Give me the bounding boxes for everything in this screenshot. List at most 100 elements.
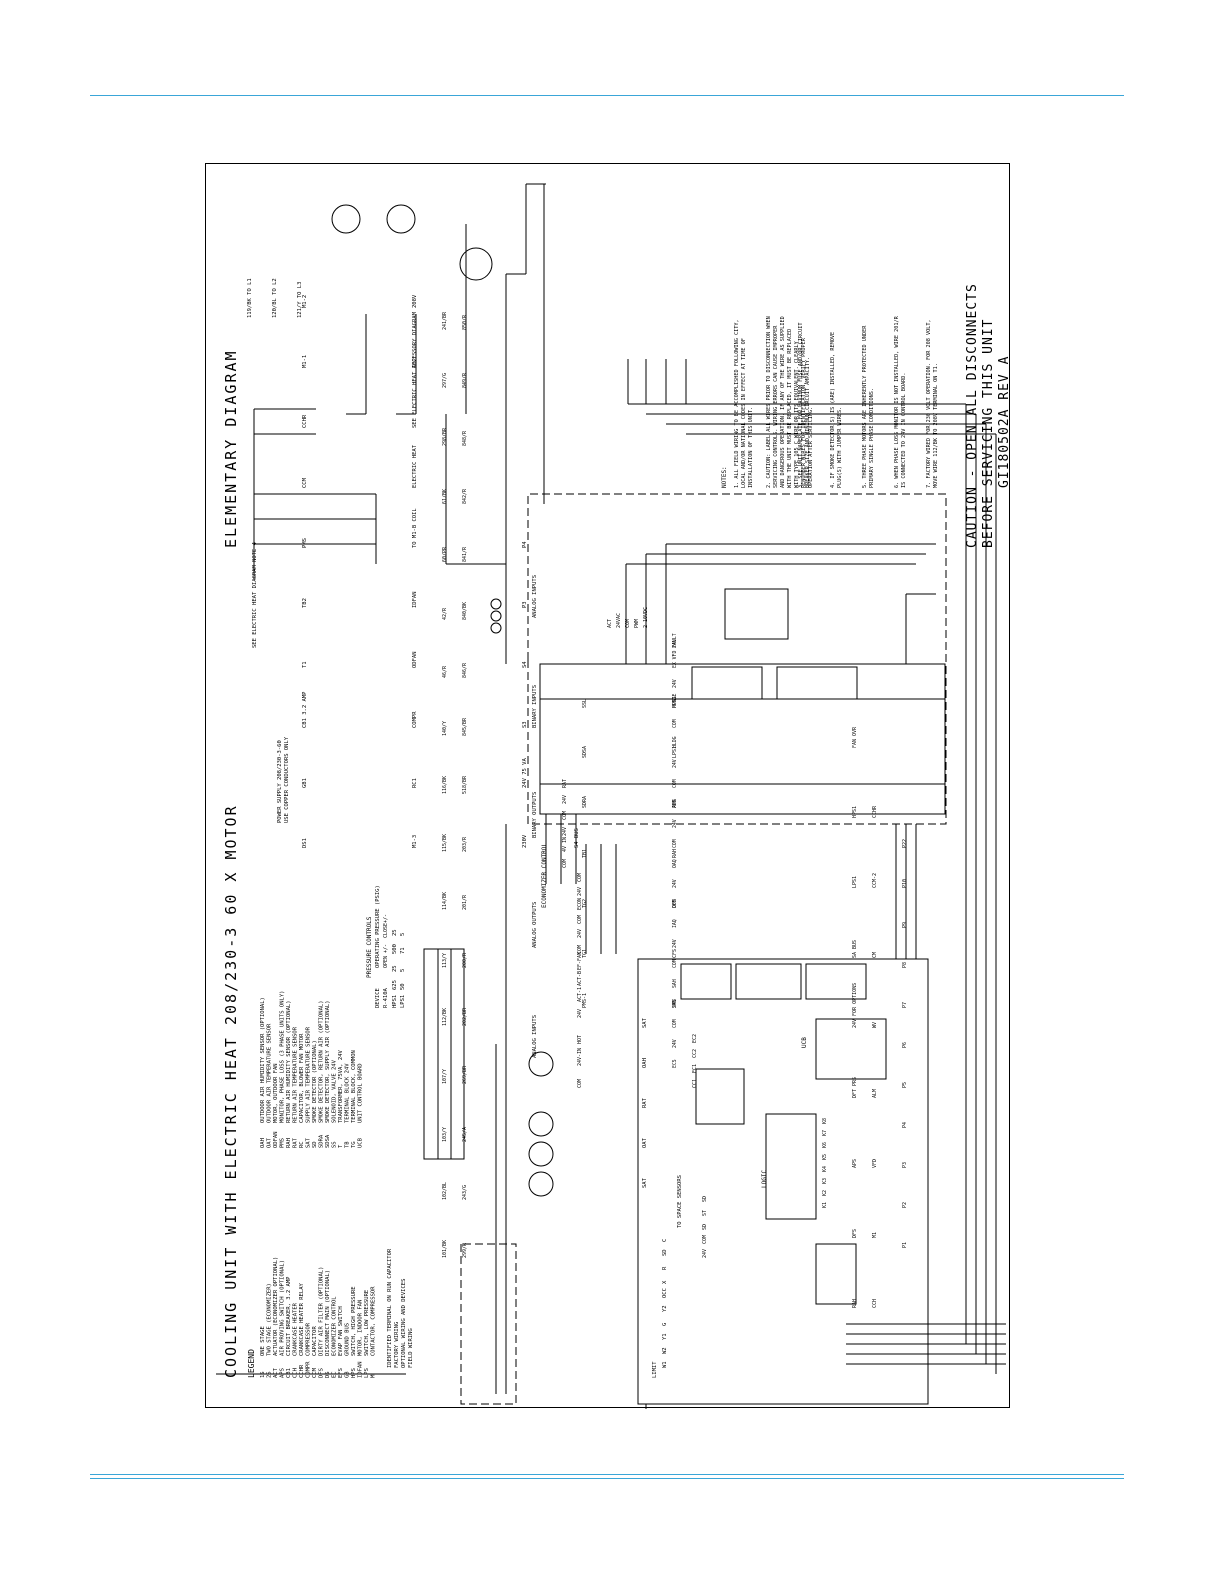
legend-code: CCM xyxy=(312,1367,318,1378)
wire-label: 203/R xyxy=(462,836,468,852)
econ-binary-input: COM xyxy=(577,1079,583,1088)
ucb-terminal: G xyxy=(662,1323,668,1326)
econ-analog-input: 24V xyxy=(562,795,568,804)
sensor-oat-icon xyxy=(528,1051,554,1077)
power-label: DS1 xyxy=(302,838,308,848)
power-label: GB1 xyxy=(302,778,308,788)
ucb-misc: CCM-2 xyxy=(872,873,878,888)
ucb-cc: CC1 xyxy=(692,1079,698,1088)
legend-symbol: FACTORY WIRING xyxy=(394,1322,400,1368)
pressure-refrigerant: R-410A xyxy=(383,987,389,1008)
compressor-motor-icon xyxy=(331,204,361,234)
caution-line-3: GI180502A REV A xyxy=(997,356,1011,488)
sensor-rat-icon xyxy=(528,1141,554,1167)
ucb-plug: P22 xyxy=(902,839,908,848)
ucb-terminal: C xyxy=(662,1239,668,1242)
econ-bottom-label: 24V xyxy=(672,679,678,688)
legend2-desc: MOTOR, OUTDOOR FAN xyxy=(273,1063,279,1123)
ucb-input: COM xyxy=(702,1235,708,1244)
legend2-desc: RETURN AIR HUMIDITY SENSOR (OPTIONAL) xyxy=(286,1000,292,1123)
ucb-relay: K8 xyxy=(822,1118,828,1124)
header-rule xyxy=(90,95,1124,96)
pressure-cell: HPS1 xyxy=(392,995,398,1008)
legend-code: IDFAN xyxy=(358,1361,364,1378)
wire-label: 201/R xyxy=(462,894,468,910)
pressure-cell: 625 xyxy=(392,980,398,990)
note-item: OPERATION AFTER SERVICING. xyxy=(808,407,814,488)
ucb-misc: HPS1 xyxy=(852,806,858,818)
ucb-plug: P10 xyxy=(902,879,908,888)
misc-label: SDSA xyxy=(582,746,588,758)
power-label: RC1 xyxy=(412,778,418,788)
power-label: 24V 75 VA xyxy=(522,758,528,788)
pressure-sub: OPEN xyxy=(383,956,389,968)
legend-desc: CIRCUIT BREAKER, 3.2 AMP xyxy=(286,1276,292,1356)
outdoor-fan-motor-icon xyxy=(386,204,416,234)
diagram-subtitle: ELEMENTARY DIAGRAM xyxy=(222,349,240,548)
legend-code: DFS xyxy=(319,1368,325,1378)
econ-bottom-label: COM xyxy=(672,1019,678,1028)
ucb-misc: LPS1 xyxy=(852,876,858,888)
misc-label: TG1 xyxy=(582,949,588,958)
legend2-desc: TERMINAL BLOCK 24V xyxy=(345,1063,351,1123)
econ-binary-output: ACT-1 xyxy=(577,987,583,1002)
ucb-terminal: W1 xyxy=(662,1361,668,1368)
wire-label: 849/R xyxy=(462,372,468,388)
footer-rule-2 xyxy=(90,1478,1124,1479)
elementary-diagram: COOLING UNIT WITH ELECTRIC HEAT 208/230-… xyxy=(216,183,1011,1409)
ucb-plug: P8 xyxy=(902,962,908,968)
wire-label: 115/BK xyxy=(442,834,448,852)
wire-label: 114/BK xyxy=(442,892,448,910)
legend-desc: SWITCH, HIGH PRESSURE xyxy=(351,1286,357,1356)
econ-bottom-label: 24V xyxy=(672,879,678,888)
econ-section-label: ANALOG INPUTS xyxy=(532,1015,538,1058)
wire-label: 298/BR xyxy=(442,427,448,446)
wire-label: 848/R xyxy=(462,430,468,446)
legend2-code: OAT xyxy=(267,1137,273,1148)
legend2-desc: CAPACITOR, BLOWER FAN MOTOR xyxy=(299,1033,305,1123)
econ-bottom-label: EX VFD FAULT xyxy=(672,633,678,668)
legend2-desc: UNIT CONTROL BOARD xyxy=(358,1063,364,1123)
econ-bottom-label: 24V xyxy=(672,759,678,768)
ucb-relay: K1 xyxy=(822,1202,828,1208)
econ-section-label: BINARY INPUTS xyxy=(532,685,538,728)
ucb-input: SD xyxy=(702,1196,708,1202)
legend-desc: GROUND BUS xyxy=(345,1323,351,1356)
legend2-desc: SOLENOID, VALVE 24V xyxy=(332,1059,338,1123)
econ-binary-output: ACT-B xyxy=(577,971,583,986)
sensor-oah-icon xyxy=(528,1171,554,1197)
wire-label: 845/BR xyxy=(462,717,468,736)
power-label: CB1 3.2 AMP xyxy=(302,691,308,728)
econ-binary-output: COM xyxy=(577,945,583,954)
legend-desc: ONE STAGE xyxy=(260,1326,266,1356)
misc-label: SMS xyxy=(672,999,678,1008)
ucb-input: SD xyxy=(702,1224,708,1230)
legend2-code: PMS xyxy=(280,1138,286,1148)
ucb-sensor: SAT xyxy=(642,1177,648,1188)
economizer-control-box xyxy=(539,663,946,815)
to-line-label: 121/Y TO L3 xyxy=(297,282,303,318)
misc-label: DFS xyxy=(672,899,678,908)
ucb-terminal: X xyxy=(662,1280,668,1284)
legend-code: LPS xyxy=(364,1368,370,1378)
wire-label: 269/BR xyxy=(462,1065,468,1084)
legend2-desc: MONITOR, PHASE LOSS (3 PHASE UNITS ONLY) xyxy=(280,991,286,1123)
ucb-terminal: SD xyxy=(662,1249,668,1256)
ucb-terminal: W2 xyxy=(662,1347,668,1354)
econ-analog-input: RAT xyxy=(562,779,568,788)
legend-desc: DISCONNECT MAIN (OPTIONAL) xyxy=(325,1270,331,1356)
legend2-desc: SMOKE DETECTOR, RETURN AIR (OPTIONAL) xyxy=(319,1000,325,1123)
pressure-cell: 25 xyxy=(392,965,398,972)
econ-analog-input: COM xyxy=(562,859,568,868)
wire-label: 102/BL xyxy=(442,1182,448,1200)
legend-code: 1S xyxy=(260,1371,266,1378)
power-label: IDFAN xyxy=(412,591,418,608)
wire-label: 850/R xyxy=(462,314,468,330)
legend-code: COMPR xyxy=(306,1361,312,1378)
note-item: 3. SEE UNIT NAMEPLATE FOR MAXIMUM FUSE A… xyxy=(798,322,804,488)
power-label: P3 xyxy=(522,601,528,608)
ucb-plug: P7 xyxy=(902,1002,908,1008)
pressure-cell: 5 xyxy=(400,969,406,972)
power-label: S4 xyxy=(522,661,528,668)
ucb-sensor: OAH xyxy=(642,1058,648,1068)
